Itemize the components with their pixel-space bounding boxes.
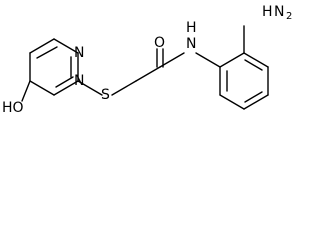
bond-ring-c2-n3 xyxy=(29,80,55,96)
bond-ph-c1-c2 xyxy=(219,52,245,68)
atom-labels: N N S O N H HO H N 2 xyxy=(2,4,292,116)
atom-label-amino-n: N xyxy=(274,4,284,20)
atom-label-hydroxyl: HO xyxy=(2,100,24,116)
bond-ph-c4-c5-inner xyxy=(244,91,263,103)
bond-ring-c5-n1-double xyxy=(36,46,58,59)
benzene-ring xyxy=(219,25,269,110)
chain-bonds xyxy=(21,48,221,102)
bond-co-nh xyxy=(159,52,185,68)
bond-c2-s xyxy=(77,80,103,96)
bond-ph-c2-c3 xyxy=(243,52,269,68)
bond-ph-c5-c6 xyxy=(219,94,245,110)
bond-ring-c6-c5 xyxy=(53,38,79,54)
bond-ring-n3-c4-double xyxy=(55,76,74,88)
bond-ph-c4-c5 xyxy=(243,94,269,110)
atom-label-oxygen: O xyxy=(154,35,165,51)
bond-ring-c5-n1 xyxy=(29,38,55,54)
atom-label-amide-h: H xyxy=(186,20,197,36)
atom-label-amide-n: N xyxy=(186,36,196,52)
molecule-structure: N N S O N H HO H N 2 xyxy=(2,4,292,116)
atom-label-sulfur: S xyxy=(101,87,110,103)
bond-nh-phenyl xyxy=(195,52,221,68)
bond-ring-n3-c4 xyxy=(53,80,79,96)
bond-ph-c2-c3-inner xyxy=(244,59,263,71)
atom-label-amino-h: H xyxy=(262,4,273,20)
bond-c4-oh xyxy=(21,80,31,102)
bond-s-ch2 xyxy=(111,80,137,96)
atom-label-amino-sub: 2 xyxy=(286,11,292,22)
atom-label-n-top: N xyxy=(74,45,84,61)
bond-ch2-co xyxy=(135,66,161,82)
pyrimidine-ring xyxy=(29,38,79,96)
atom-label-n-bottom: N xyxy=(74,73,84,89)
